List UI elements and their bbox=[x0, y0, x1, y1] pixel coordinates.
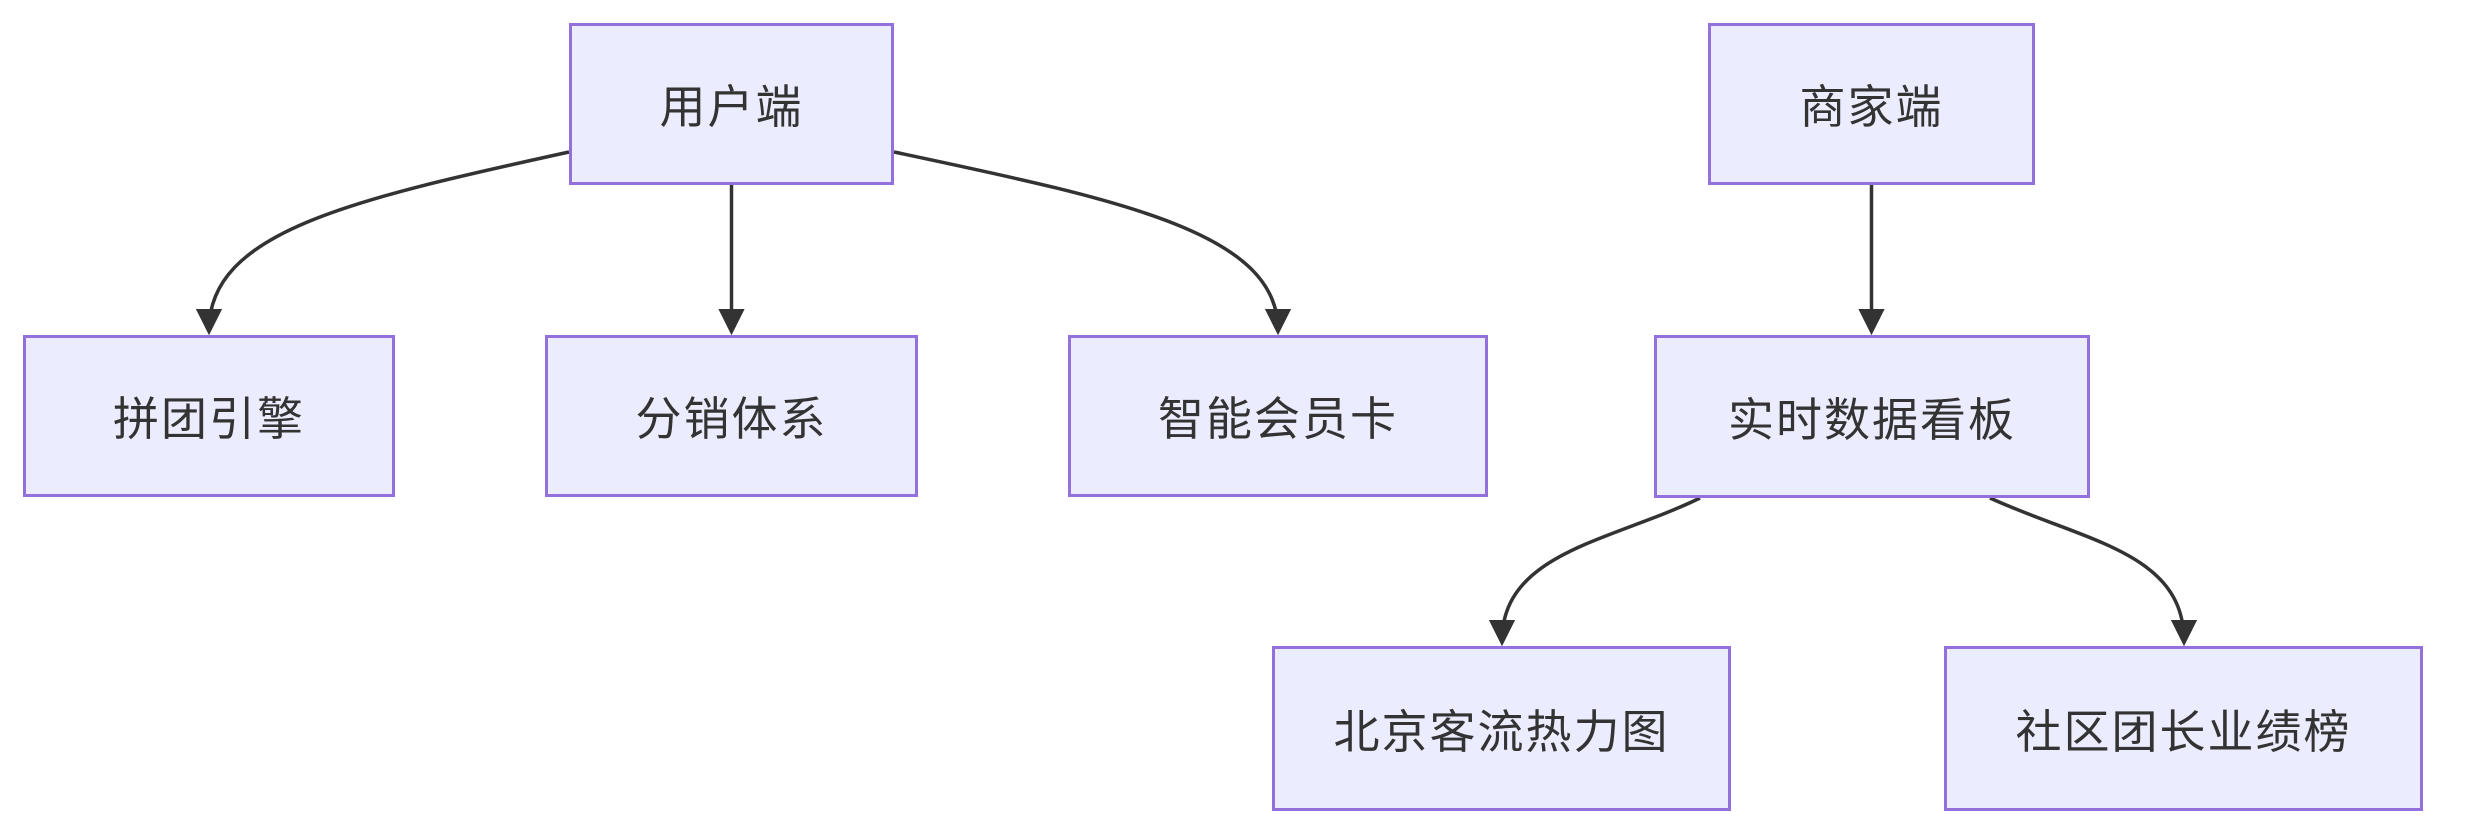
node-beijing-heatmap-label: 北京客流热力图 bbox=[1333, 705, 1670, 758]
node-community-leader-board: 社区团长业绩榜 bbox=[1944, 646, 2423, 811]
node-group-buy-engine-label: 拼团引擎 bbox=[113, 393, 305, 445]
node-smart-member-card: 智能会员卡 bbox=[1068, 335, 1488, 497]
node-beijing-heatmap: 北京客流热力图 bbox=[1272, 646, 1731, 811]
node-community-leader-board-label: 社区团长业绩榜 bbox=[2015, 705, 2352, 758]
node-smart-member-card-label: 智能会员卡 bbox=[1158, 393, 1398, 445]
node-group-buy-engine: 拼团引擎 bbox=[23, 335, 395, 497]
node-merchant-client-label: 商家端 bbox=[1799, 81, 1944, 133]
node-distribution-system-label: 分销体系 bbox=[635, 393, 828, 445]
node-merchant-client: 商家端 bbox=[1708, 23, 2035, 185]
node-user-client-label: 用户端 bbox=[659, 81, 804, 133]
node-realtime-dashboard: 实时数据看板 bbox=[1654, 335, 2090, 498]
edge-user-to-smart-member-card bbox=[893, 150, 1292, 336]
edge-user-to-group-buy-engine bbox=[195, 150, 570, 336]
node-user-client: 用户端 bbox=[569, 23, 894, 185]
node-realtime-dashboard-label: 实时数据看板 bbox=[1728, 393, 2016, 446]
edge-dashboard-to-leader-board bbox=[1989, 496, 2198, 647]
node-distribution-system: 分销体系 bbox=[545, 335, 918, 497]
edge-dashboard-to-beijing-heatmap bbox=[1488, 496, 1701, 647]
